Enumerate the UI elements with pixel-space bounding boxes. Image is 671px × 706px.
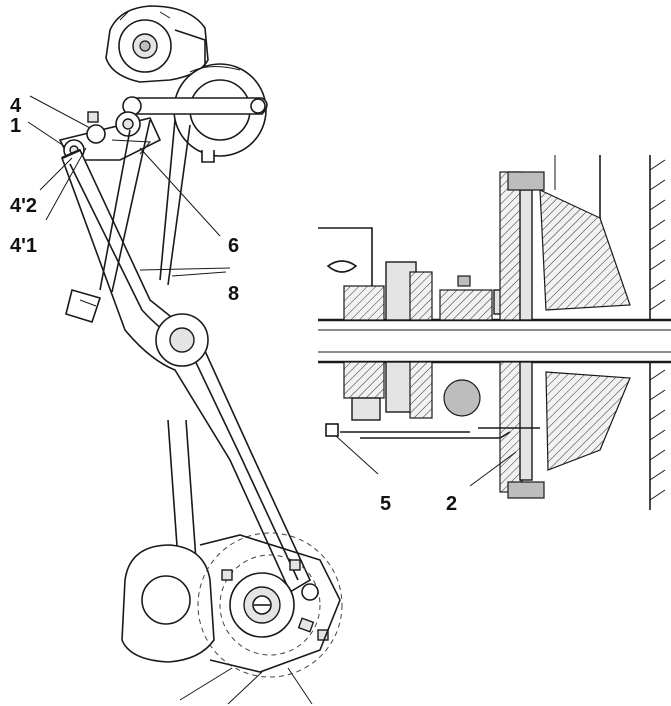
callout-5: 5 [380,493,392,515]
callout-8: 8 [228,283,240,305]
callout-1: 1 [10,115,22,137]
small-bracket [65,289,102,323]
right-section-view [318,155,671,510]
left-linkage-view [27,5,343,705]
right-leader-lines [335,435,517,487]
lower-assembly [325,361,631,499]
bottom-housing [121,532,343,678]
main-lever [60,148,312,594]
wall [599,155,666,510]
upper-assembly [318,155,631,321]
callout-2: 2 [446,493,458,515]
top-pulley [105,5,209,83]
lower-rods [167,419,197,561]
callout-4-2: 4'2 [10,195,38,217]
connecting-rods [99,119,231,293]
shaft [318,318,671,364]
callout-6: 6 [228,235,240,257]
callout-4-1: 4'1 [10,235,38,257]
callout-4: 4 [10,95,22,117]
left-leader-lines [27,95,313,705]
link-bar [122,96,268,116]
